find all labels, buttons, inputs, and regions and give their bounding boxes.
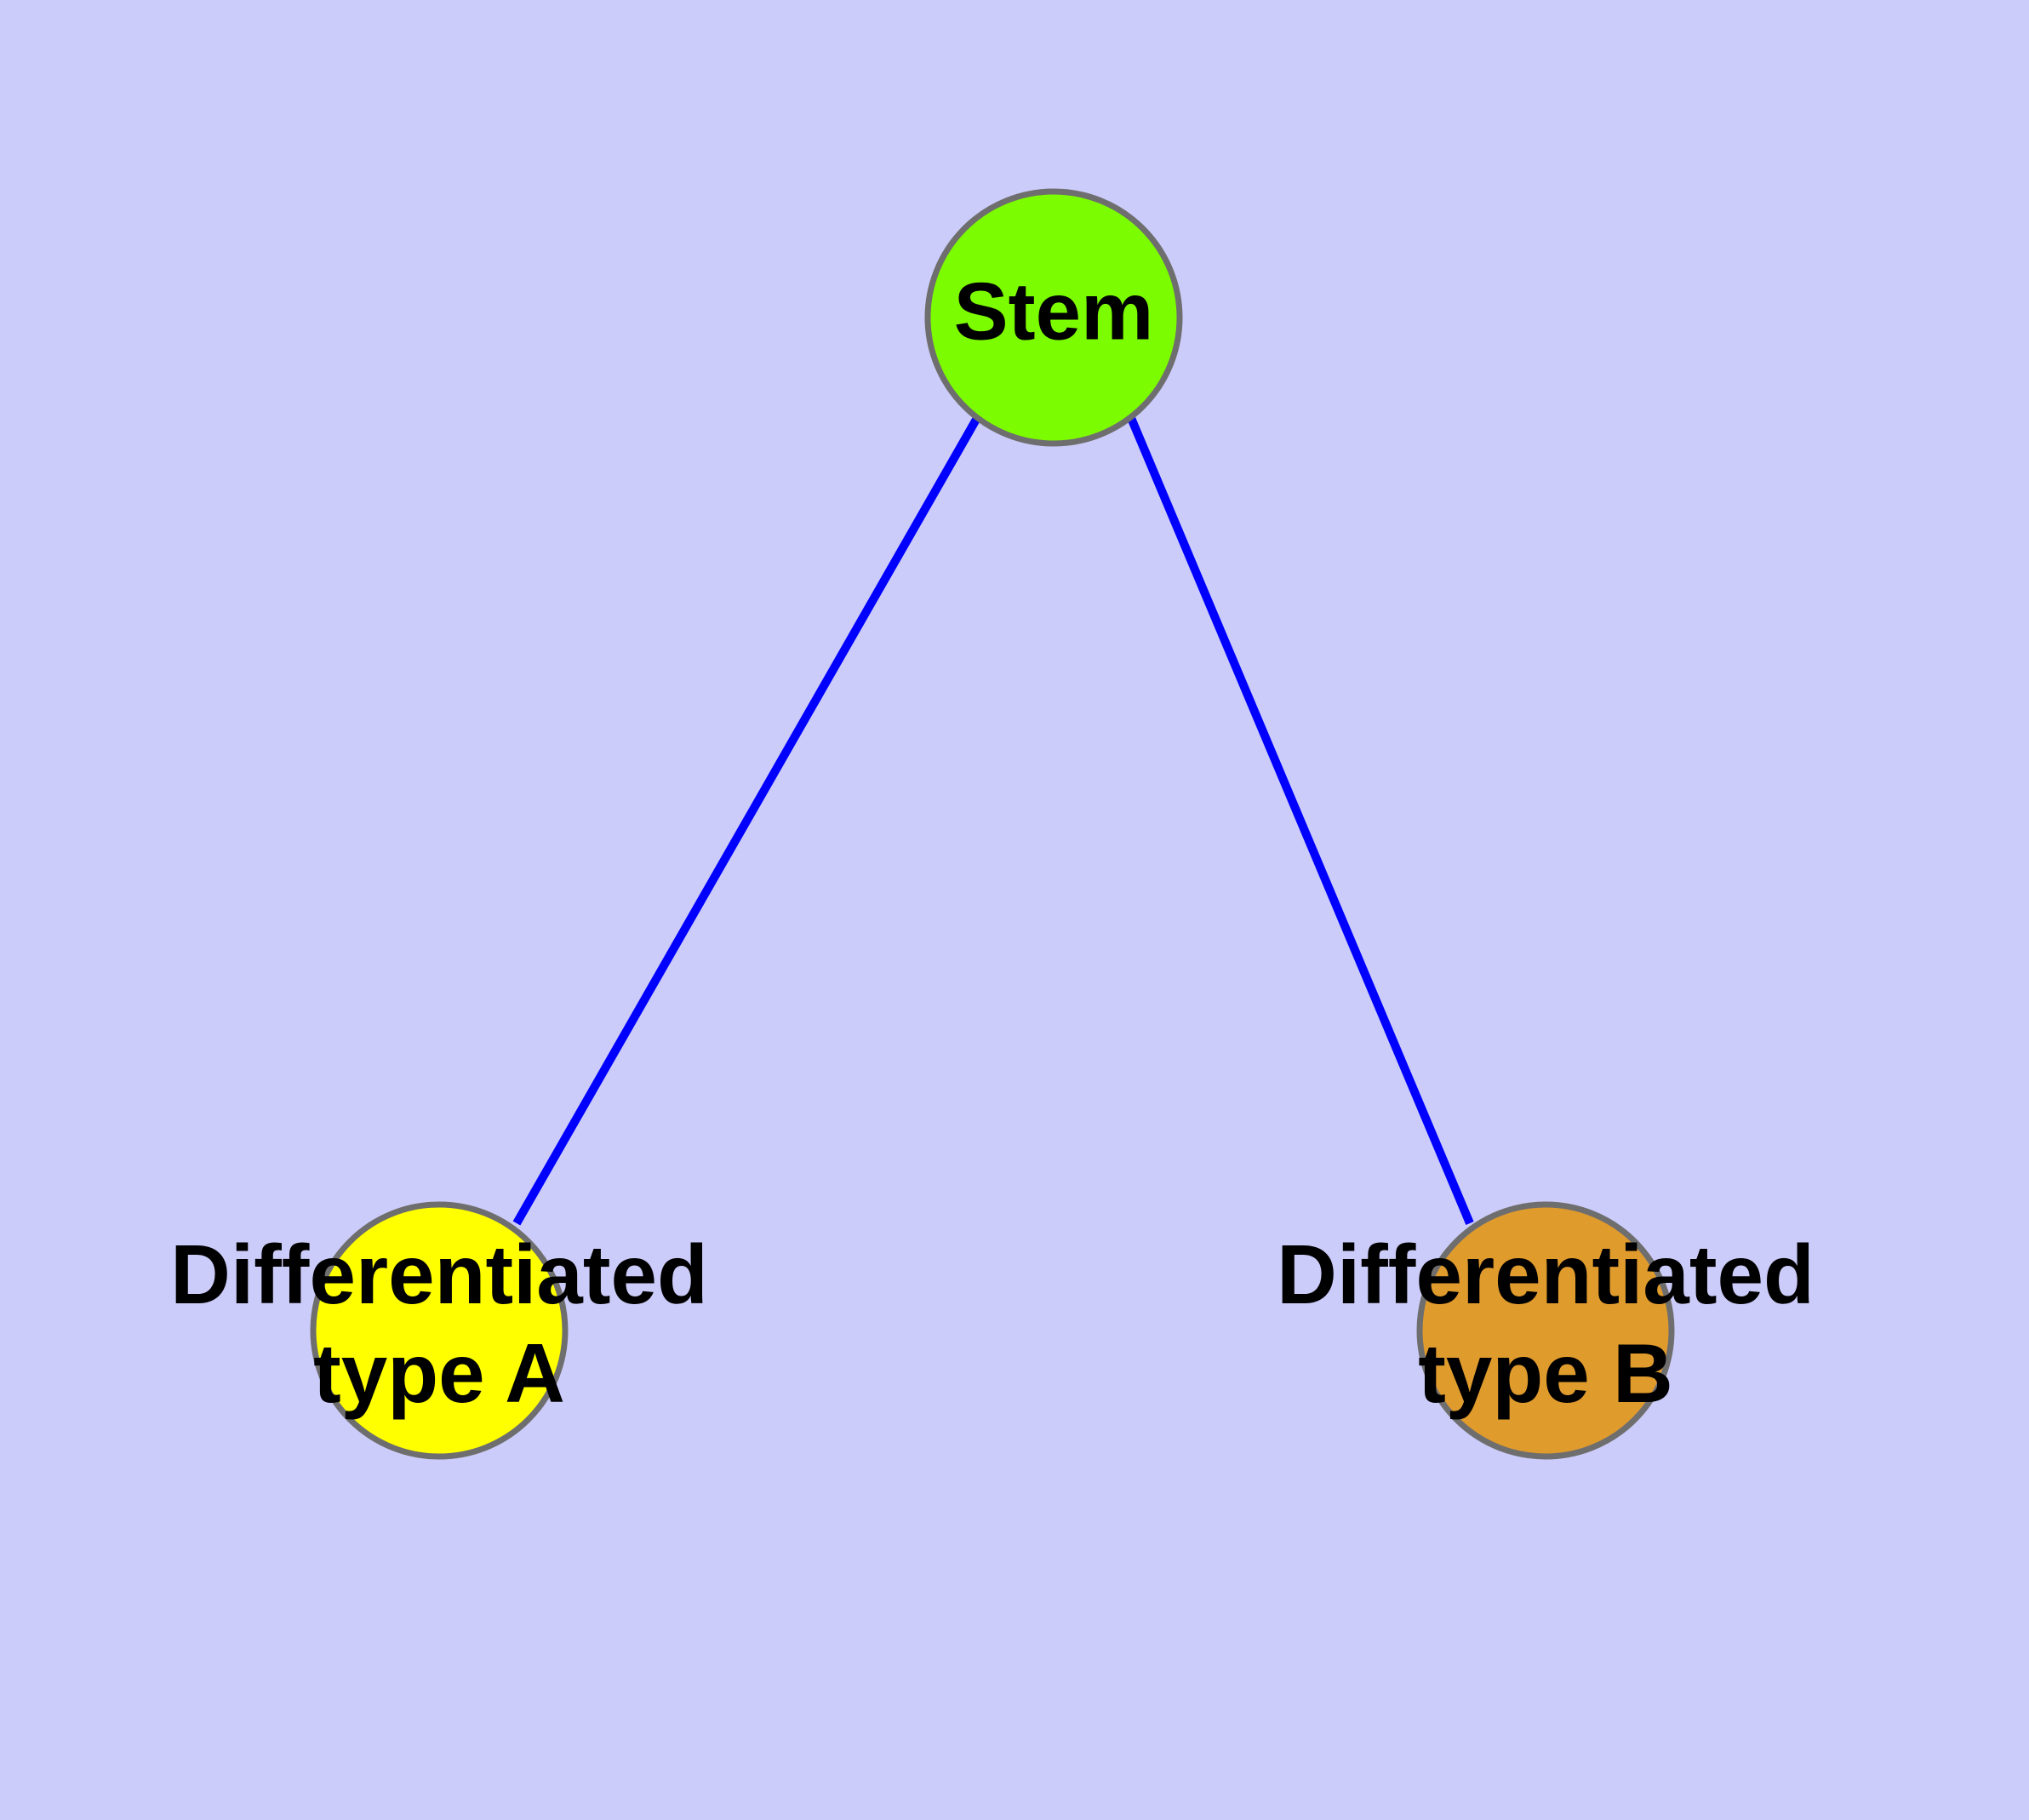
edge-layer [512,415,1474,1226]
node-layer: Stem Differentiated type A Differentiate… [170,188,1815,1460]
node-stem-label: Stem [954,266,1154,357]
node-differentiated-type-a-circle[interactable] [310,1201,569,1460]
node-differentiated-type-b[interactable]: Differentiated type B [1277,1201,1815,1460]
node-differentiated-type-b-label-line2: type B [1418,1326,1673,1420]
node-differentiated-type-a-label-line1: Differentiated [170,1228,708,1321]
node-stem[interactable]: Stem [924,188,1183,447]
node-differentiated-type-b-circle[interactable] [1416,1201,1675,1460]
node-differentiated-type-a-label-line2: type A [313,1326,565,1420]
node-differentiated-type-b-label-line1: Differentiated [1277,1228,1815,1321]
edge-stem-to-differentiated-type-a[interactable] [512,415,981,1226]
node-differentiated-type-a[interactable]: Differentiated type A [170,1201,708,1460]
edge-stem-to-differentiated-type-b[interactable] [1127,416,1474,1225]
node-stem-circle[interactable] [924,188,1183,447]
